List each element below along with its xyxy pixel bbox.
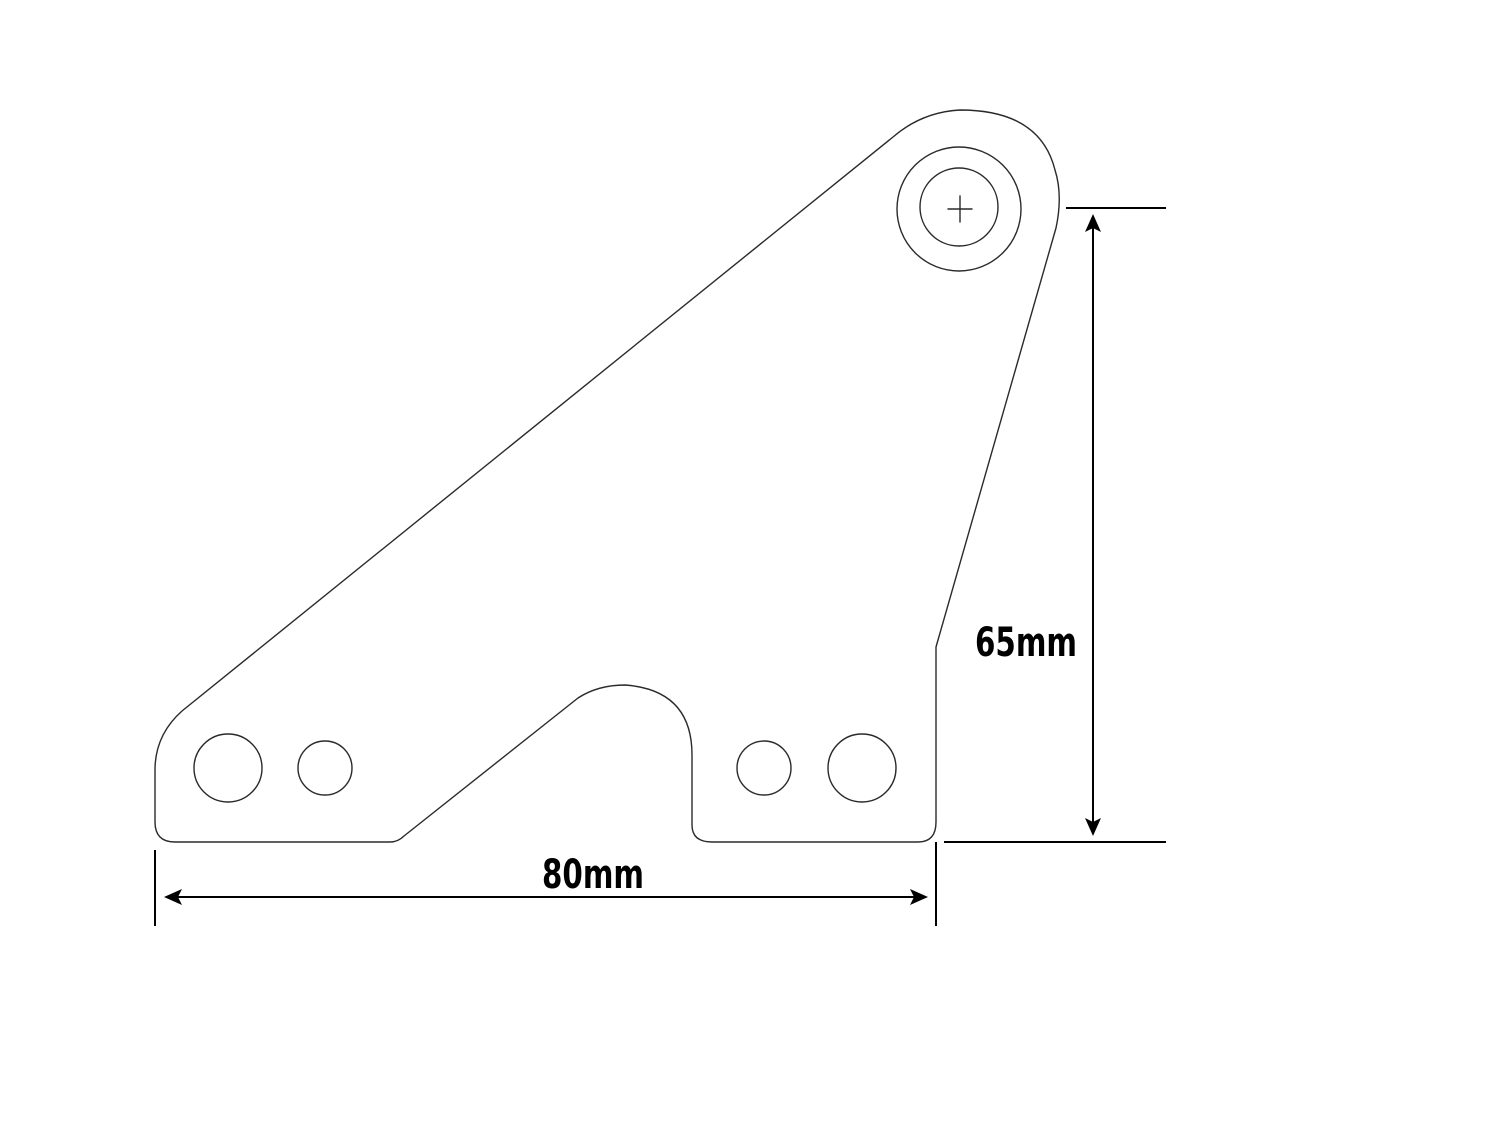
mounting-hole-right-large xyxy=(827,733,897,803)
mounting-hole-left-small xyxy=(297,740,353,796)
width-arrow-right-icon xyxy=(910,889,928,905)
pivot-bore-circle xyxy=(919,167,999,247)
center-mark-icon xyxy=(947,195,973,223)
height-arrow-bottom-icon xyxy=(1085,818,1101,836)
height-dimension-label: 65mm xyxy=(975,620,1077,666)
width-dimension-label: 80mm xyxy=(542,852,644,898)
mounting-hole-left-large xyxy=(193,733,263,803)
width-dimension: 80mm xyxy=(154,842,937,926)
height-dimension: 65mm xyxy=(944,207,1166,843)
mounting-hole-right-small xyxy=(736,740,792,796)
width-arrow-left-icon xyxy=(164,889,182,905)
bracket-plate-outline xyxy=(154,109,1060,843)
pivot-boss-outer-circle xyxy=(896,146,1022,272)
height-arrow-top-icon xyxy=(1085,214,1101,232)
